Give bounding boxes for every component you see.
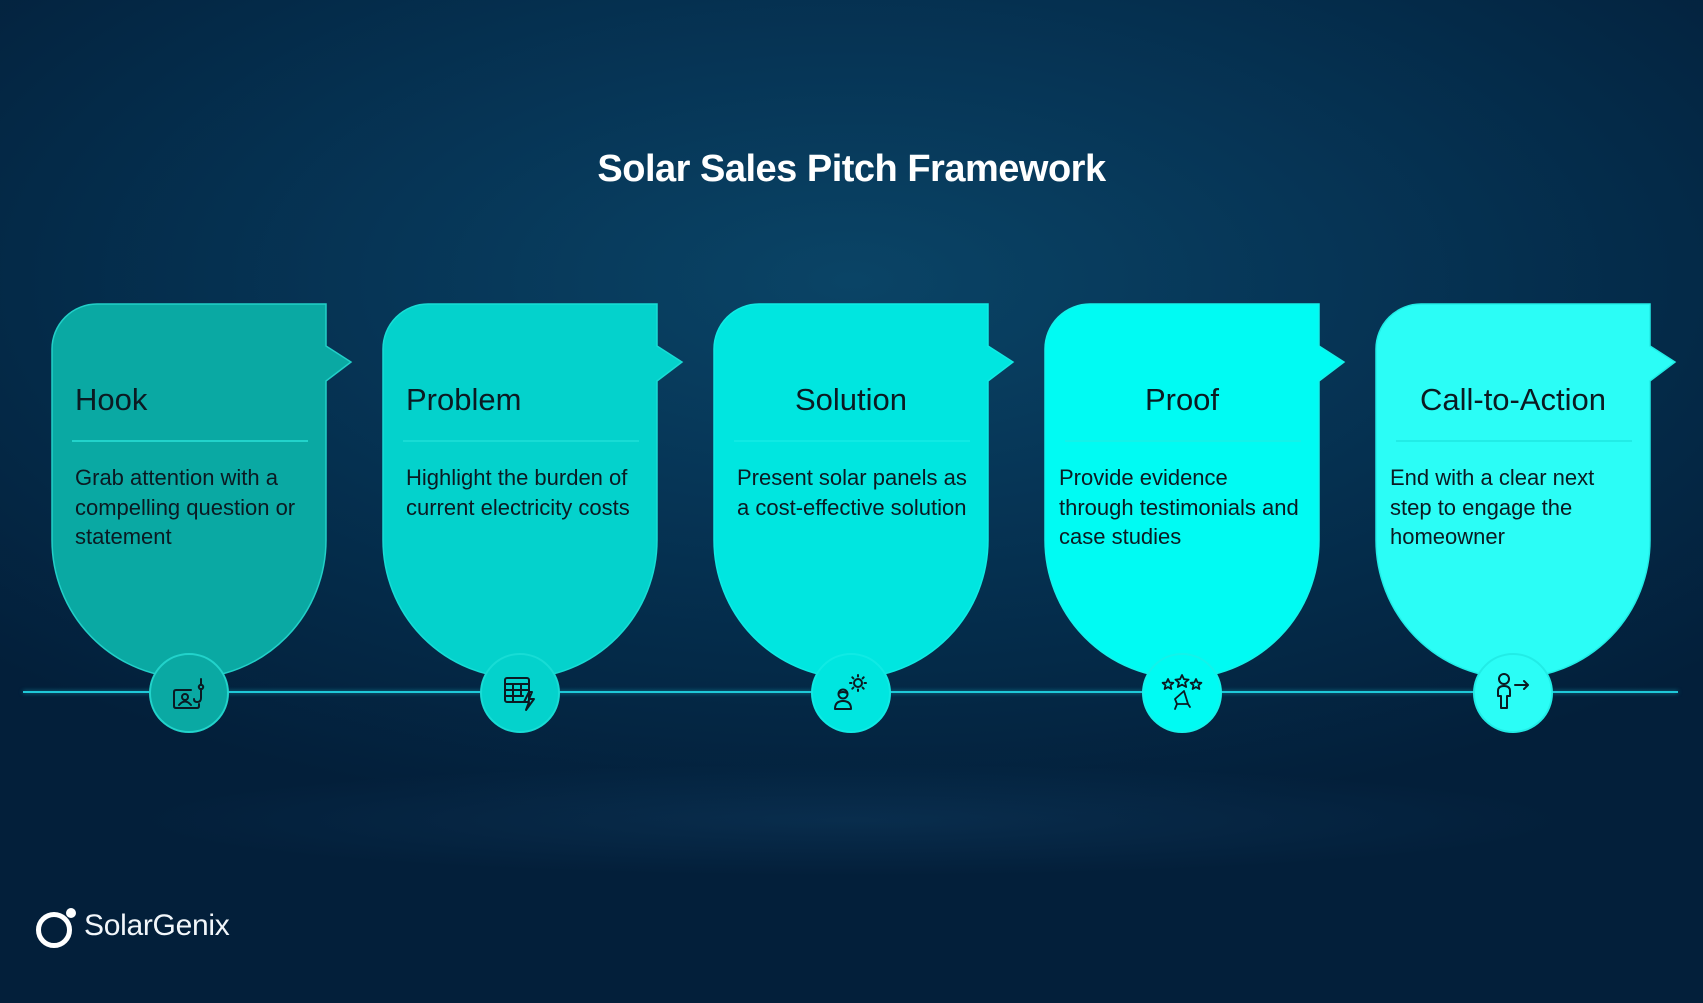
step-heading: Call-to-Action	[1419, 382, 1607, 417]
step-divider	[1065, 440, 1301, 442]
step-proof: Proof Provide evidence through testimoni…	[1044, 300, 1355, 740]
step-card-shape	[1044, 303, 1346, 679]
step-badge	[1473, 653, 1553, 733]
person-arrow-icon	[1497, 673, 1529, 709]
stars-testimonial-icon	[1161, 674, 1203, 710]
step-hook: Hook Grab attention with a compelling qu…	[51, 300, 362, 740]
brand-mark-icon	[36, 906, 76, 948]
hook-presentation-icon	[173, 678, 205, 709]
step-divider	[403, 440, 639, 442]
step-divider	[72, 440, 308, 442]
step-description: Grab attention with a compelling questio…	[75, 465, 296, 549]
bill-lightning-icon	[504, 677, 535, 711]
step-card-shape	[713, 303, 1015, 679]
person-sun-icon	[834, 674, 867, 710]
step-card-shape	[382, 303, 684, 679]
step-badge	[480, 653, 560, 733]
step-heading: Proof	[1144, 382, 1220, 417]
step-call-to-action: Call-to-Action End with a clear next ste…	[1375, 300, 1686, 740]
step-badge	[811, 653, 891, 733]
page-title: Solar Sales Pitch Framework	[597, 148, 1106, 190]
brand-logo: SolarGenix	[36, 906, 230, 948]
step-solution: Solution Present solar panels as a cost-…	[713, 300, 1024, 740]
step-description: End with a clear next step to engage the…	[1390, 465, 1595, 549]
step-problem: Problem Highlight the burden of current …	[382, 300, 693, 740]
step-description: Present solar panels as a cost-effective…	[737, 465, 967, 520]
step-card-shape	[1375, 303, 1677, 679]
step-badge	[1142, 653, 1222, 733]
step-heading: Problem	[406, 382, 522, 417]
step-divider	[1396, 440, 1632, 442]
step-card-shape	[51, 303, 353, 679]
step-description: Provide evidence through testimonials an…	[1059, 465, 1299, 549]
background-floor-glow	[0, 740, 1703, 900]
step-badge	[149, 653, 229, 733]
step-divider	[734, 440, 970, 442]
step-description: Highlight the burden of current electric…	[406, 465, 630, 520]
step-heading: Hook	[75, 382, 148, 417]
brand-name: SolarGenix	[84, 909, 230, 942]
step-heading: Solution	[794, 382, 908, 417]
